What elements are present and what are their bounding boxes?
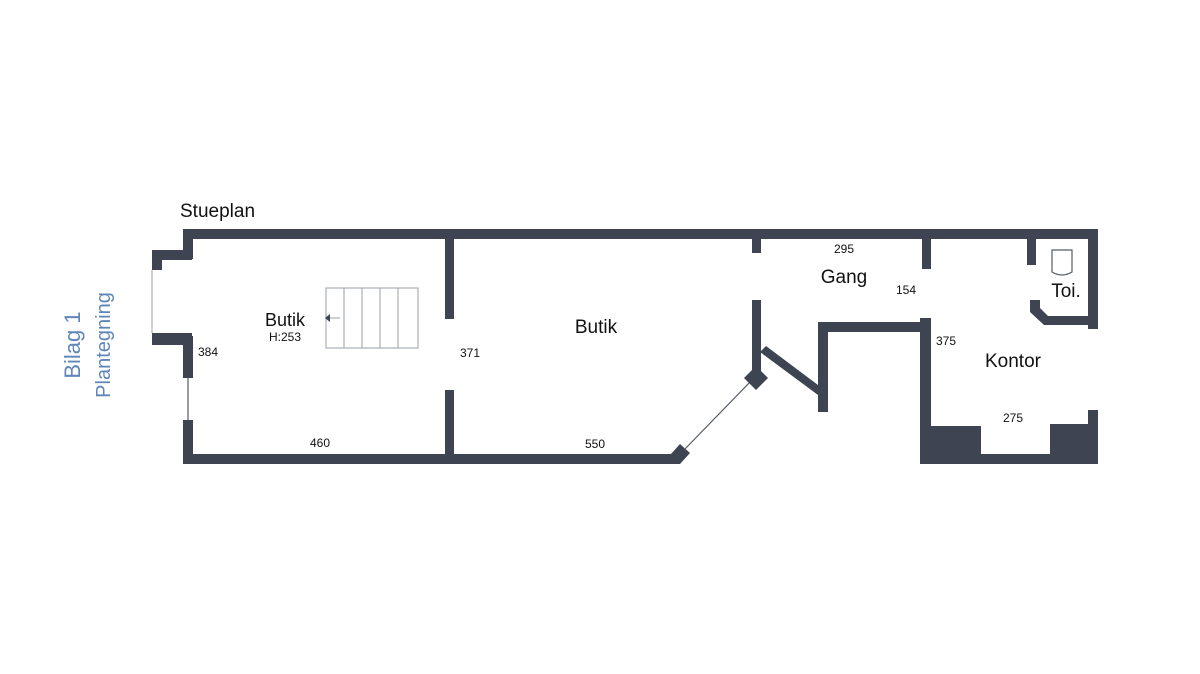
top-stub-3 bbox=[1027, 239, 1036, 265]
room-toilet: Toi. bbox=[1051, 281, 1081, 302]
dim-384: 384 bbox=[198, 345, 218, 359]
left-wall-bottom bbox=[183, 420, 193, 464]
right-wall-lower bbox=[1088, 410, 1098, 464]
stair-arrow-icon bbox=[325, 314, 330, 322]
kontor-block-right bbox=[1050, 424, 1090, 456]
side-label: Bilag 1 Plantegning bbox=[60, 292, 115, 398]
dim-375: 375 bbox=[936, 334, 956, 348]
room-gang: Gang bbox=[821, 267, 867, 288]
top-stub-2 bbox=[922, 239, 931, 269]
gang-wall-angle bbox=[744, 366, 768, 390]
toilet-wall bbox=[1030, 300, 1088, 325]
walls bbox=[151, 229, 1098, 464]
divider-wall-top bbox=[445, 239, 454, 319]
kontor-left-wall bbox=[920, 318, 931, 464]
floor-title: Stueplan bbox=[180, 201, 255, 222]
toilet-fixture bbox=[1051, 249, 1073, 276]
left-wall-top bbox=[183, 229, 193, 259]
left-wall-top-stub bbox=[152, 250, 162, 270]
left-wall-top-return bbox=[152, 250, 192, 260]
diagonal-door-line bbox=[683, 379, 753, 451]
side-label-line2: Plantegning bbox=[93, 292, 115, 398]
side-label-line1: Bilag 1 bbox=[60, 311, 85, 378]
room-butik-left: Butik bbox=[265, 310, 306, 330]
divider-wall-bottom bbox=[445, 390, 454, 454]
dim-275: 275 bbox=[1003, 411, 1023, 425]
left-wall-mid bbox=[183, 336, 193, 378]
dim-460: 460 bbox=[310, 436, 330, 450]
shaft-wall bbox=[760, 322, 922, 412]
right-wall-upper bbox=[1088, 229, 1098, 329]
dim-295: 295 bbox=[834, 242, 854, 256]
room-kontor: Kontor bbox=[985, 351, 1042, 372]
gang-wall-vertical bbox=[752, 300, 761, 380]
top-stub-1 bbox=[752, 239, 761, 253]
kontor-block-left bbox=[931, 426, 981, 456]
room-butik-main: Butik bbox=[575, 317, 618, 338]
staircase bbox=[325, 287, 419, 349]
bottom-wall bbox=[183, 454, 673, 464]
room-butik-left-height: H:253 bbox=[269, 330, 301, 344]
left-wall-mid-return bbox=[152, 333, 192, 345]
kontor-bottom-wall bbox=[920, 454, 1098, 464]
dim-154: 154 bbox=[896, 283, 916, 297]
dim-550: 550 bbox=[585, 437, 605, 451]
top-wall bbox=[183, 229, 1098, 239]
dim-371: 371 bbox=[460, 346, 480, 360]
